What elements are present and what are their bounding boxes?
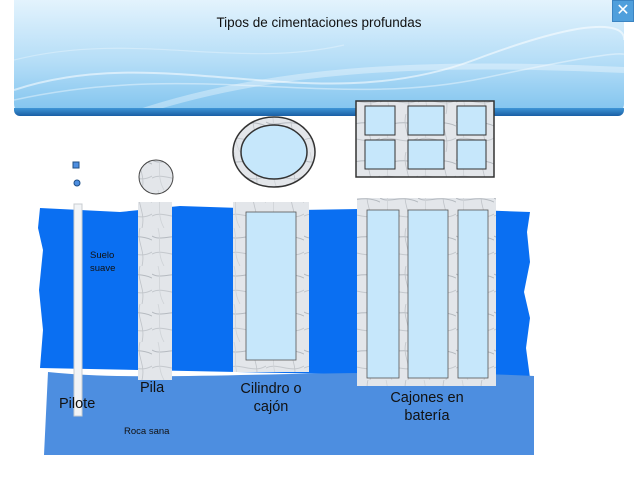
cajones-plan-cell	[407, 139, 445, 170]
label-suelo-line2: suave	[90, 263, 116, 274]
cajones-plan-cell	[407, 105, 445, 136]
label-cajones-line2: batería	[404, 408, 450, 424]
label-cajones-line1: Cajones en	[390, 390, 464, 406]
cajones-void	[407, 209, 449, 379]
label-suelo-line1: Suelo	[90, 250, 115, 261]
pila-shaft	[138, 202, 172, 380]
pilote-square-symbol	[72, 161, 80, 169]
label-pilote: Pilote	[59, 396, 96, 412]
bedrock-layer	[44, 372, 534, 455]
pilote-circle-symbol	[73, 179, 81, 187]
cajones-plan-cell	[364, 105, 396, 136]
slide-title: Tipos de cimentaciones profundas	[216, 15, 422, 30]
cajones-plan-cell	[364, 139, 396, 170]
cajones-void	[457, 209, 489, 379]
banner-wave-decoration	[14, 26, 624, 114]
pilote-shaft	[73, 203, 83, 417]
label-roca-sana: Roca sana	[124, 426, 170, 437]
cajones-plan-cell	[456, 139, 487, 170]
cajones-plan-cell	[456, 105, 487, 136]
banner-edge	[14, 108, 624, 116]
pila-plan-circle	[138, 159, 174, 195]
cilindro-void	[245, 211, 297, 361]
label-cilindro-line1: Cilindro o	[240, 381, 302, 397]
label-cilindro-line2: cajón	[253, 399, 289, 415]
cajones-void	[366, 209, 400, 379]
title-banner	[14, 0, 624, 114]
label-pila: Pila	[140, 380, 165, 396]
cilindro-plan-inner	[240, 124, 308, 180]
close-icon[interactable]: ✕	[612, 0, 634, 22]
